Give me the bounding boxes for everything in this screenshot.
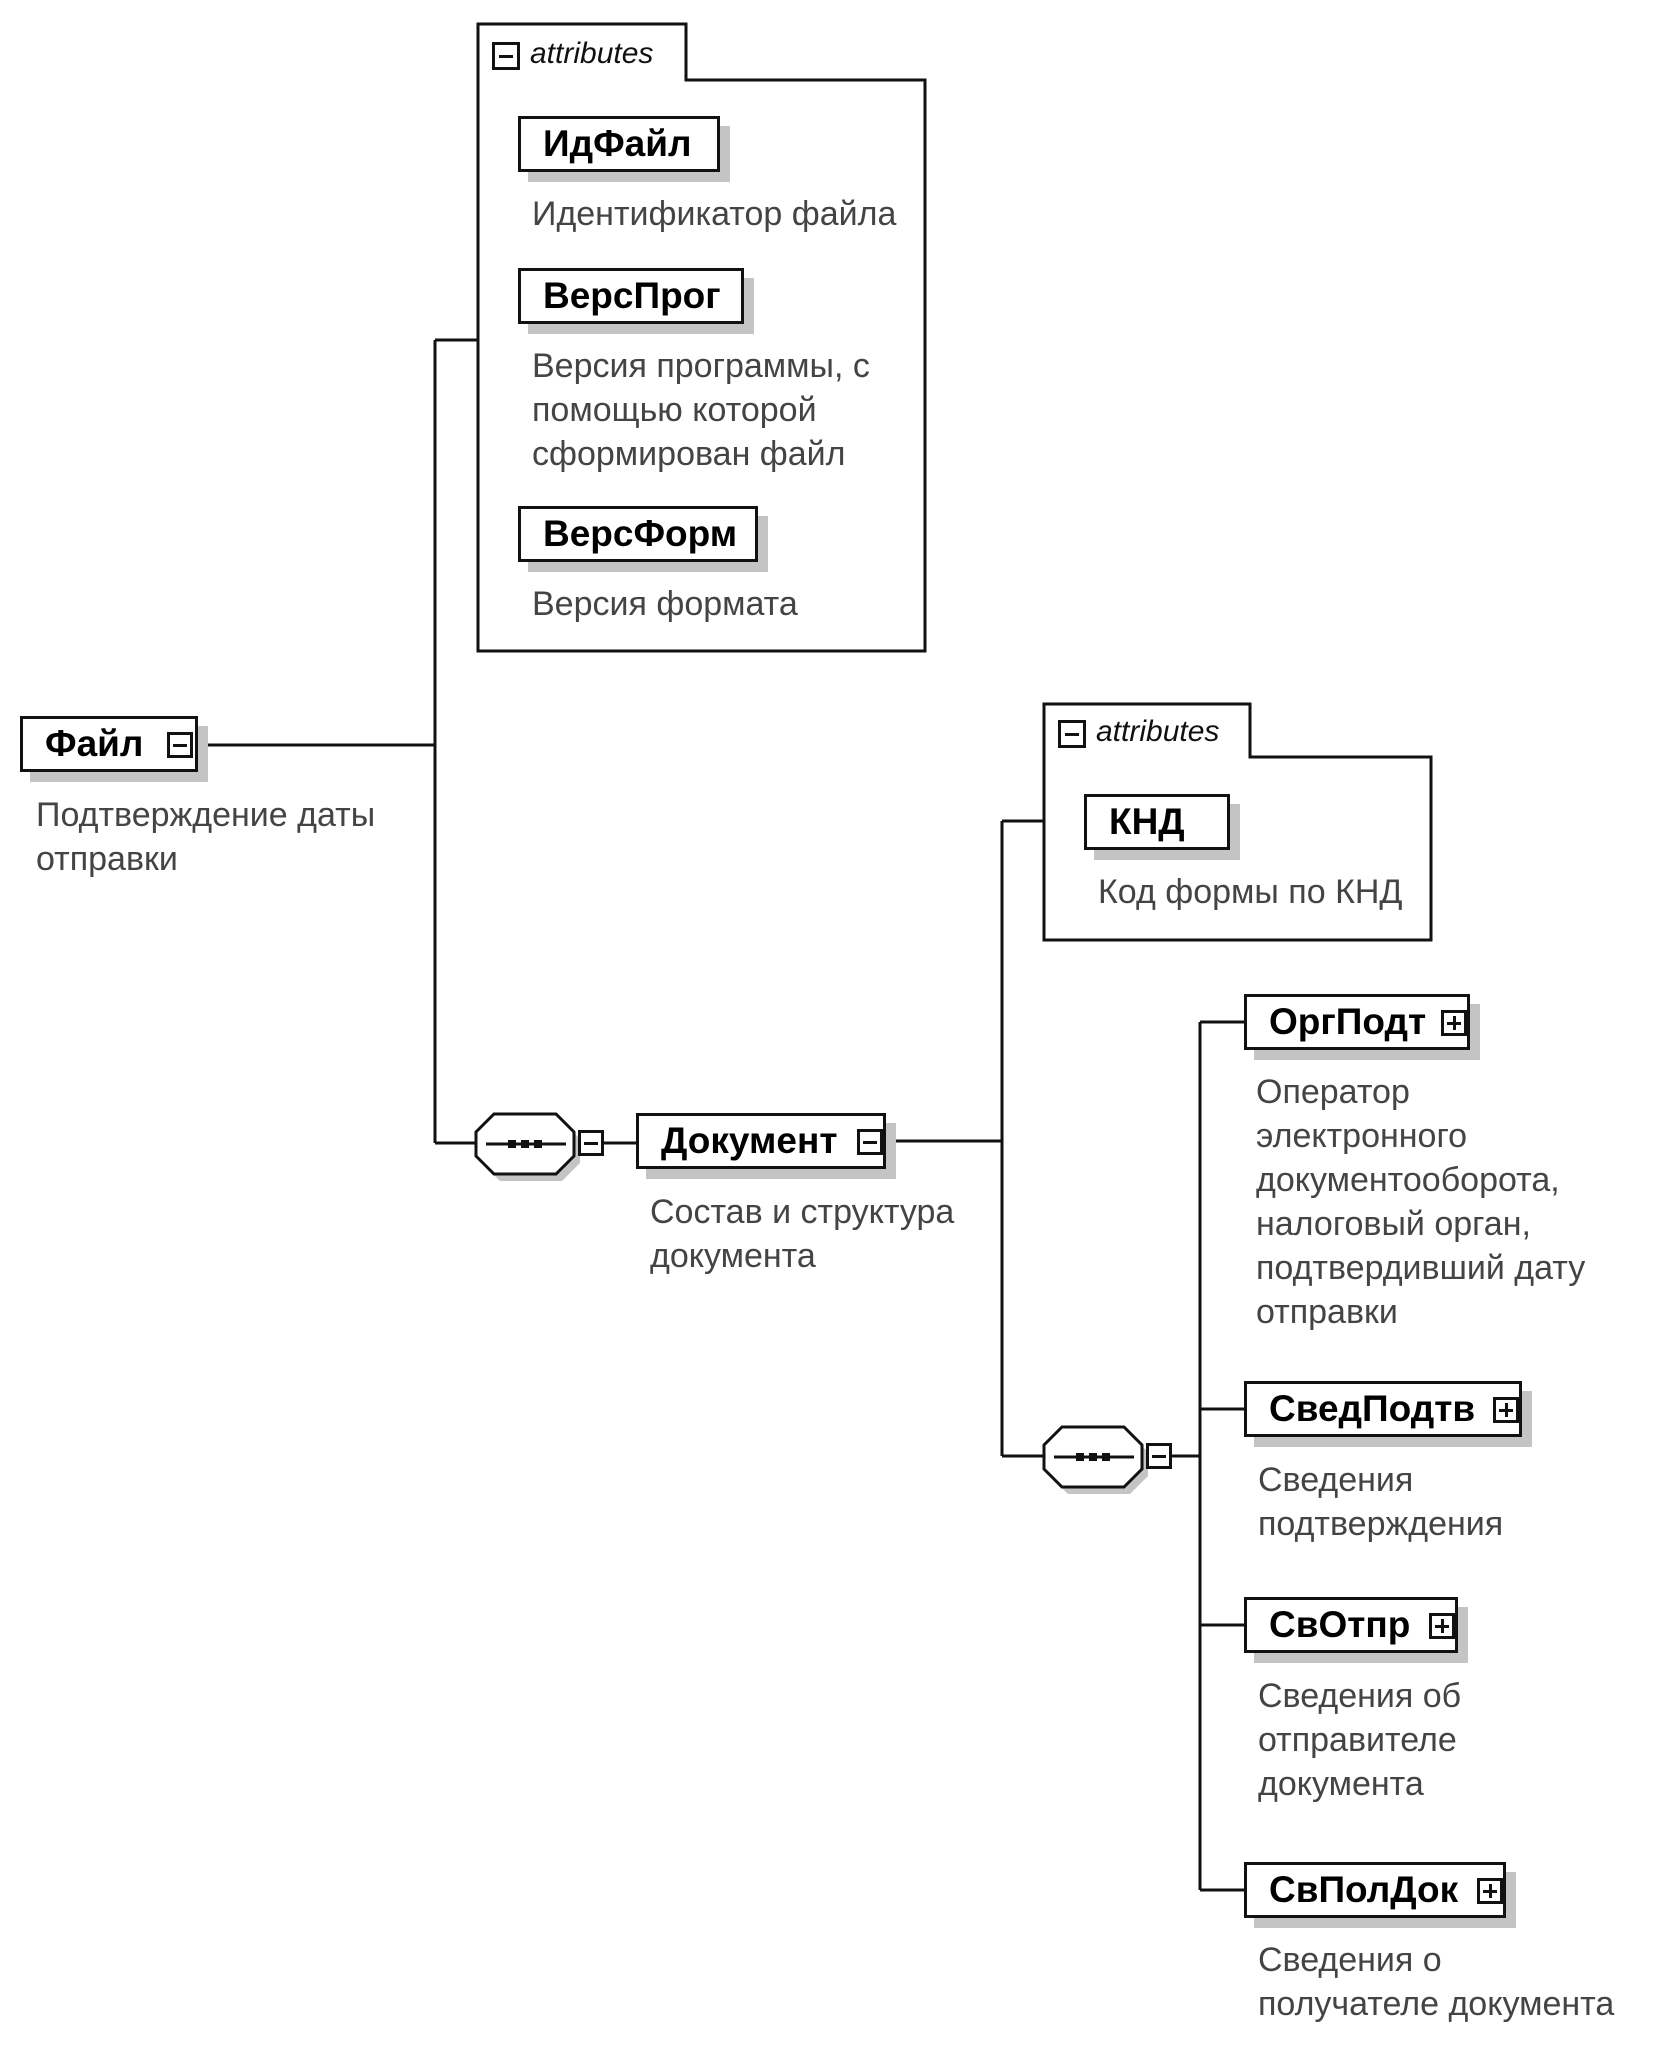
document-attributes-tab-label: attributes — [1096, 715, 1220, 748]
child-element-node-svpoldok[interactable]: СвПолДок — [1244, 1862, 1506, 1918]
child-element-name: СвПолДок — [1269, 1869, 1459, 1910]
attribute-name: ВерсПрог — [543, 275, 721, 316]
attribute-name: КНД — [1109, 801, 1185, 842]
document-attributes-collapse-toggle[interactable] — [1058, 720, 1086, 748]
expand-toggle[interactable] — [1441, 1010, 1467, 1036]
expand-toggle[interactable] — [1429, 1613, 1455, 1639]
document-collapse-toggle[interactable] — [857, 1129, 883, 1155]
file-attributes-tab-label: attributes — [530, 37, 654, 70]
attribute-node-idfile[interactable]: ИдФайл — [518, 116, 720, 172]
sequence-1-collapse-toggle[interactable] — [578, 1130, 604, 1156]
root-element-name: Файл — [45, 723, 144, 764]
expand-toggle[interactable] — [1493, 1397, 1519, 1423]
child-element-description: Оператор электронного документооборота, … — [1256, 1073, 1586, 1331]
document-element-description: Состав и структура документа — [650, 1193, 955, 1275]
sequence-2-collapse-toggle[interactable] — [1146, 1443, 1172, 1469]
attribute-description: Версия формата — [532, 585, 798, 623]
file-attributes-collapse-toggle[interactable] — [492, 42, 520, 70]
attribute-description: Код формы по КНД — [1098, 873, 1403, 911]
child-element-description: Сведения об отправителе документа — [1258, 1677, 1462, 1803]
child-element-name: ОргПодт — [1269, 1001, 1427, 1042]
attribute-node-versprog[interactable]: ВерсПрог — [518, 268, 744, 324]
sequence-compositor-2 — [1042, 1425, 1148, 1494]
child-element-description: Сведения о получателе документа — [1258, 1941, 1615, 2023]
child-element-node-svotpr[interactable]: СвОтпр — [1244, 1597, 1458, 1653]
child-element-name: СвОтпр — [1269, 1604, 1411, 1645]
child-element-description: Сведения подтверждения — [1258, 1461, 1504, 1543]
attribute-name: ВерсФорм — [543, 513, 738, 554]
root-element-description: Подтверждение даты отправки — [36, 796, 376, 878]
attribute-node-knd[interactable]: КНД — [1084, 794, 1230, 850]
attribute-description: Версия программы, с помощью которой сфор… — [532, 347, 870, 473]
attribute-description: Идентификатор файла — [532, 195, 897, 233]
child-element-node-orgpodt[interactable]: ОргПодт — [1244, 994, 1470, 1050]
document-attributes-box-outline — [1042, 702, 1433, 942]
document-element-name: Документ — [661, 1120, 838, 1161]
expand-toggle[interactable] — [1477, 1878, 1503, 1904]
document-element-node[interactable]: Документ — [636, 1113, 886, 1169]
attribute-node-versform[interactable]: ВерсФорм — [518, 506, 758, 562]
root-collapse-toggle[interactable] — [167, 732, 193, 758]
attribute-name: ИдФайл — [543, 123, 692, 164]
child-element-name: СведПодтв — [1269, 1388, 1476, 1429]
file-attributes-box-outline — [476, 22, 927, 653]
sequence-compositor-1 — [474, 1112, 580, 1181]
child-element-node-svedpodtv[interactable]: СведПодтв — [1244, 1381, 1522, 1437]
root-element-node[interactable]: Файл — [20, 716, 198, 772]
